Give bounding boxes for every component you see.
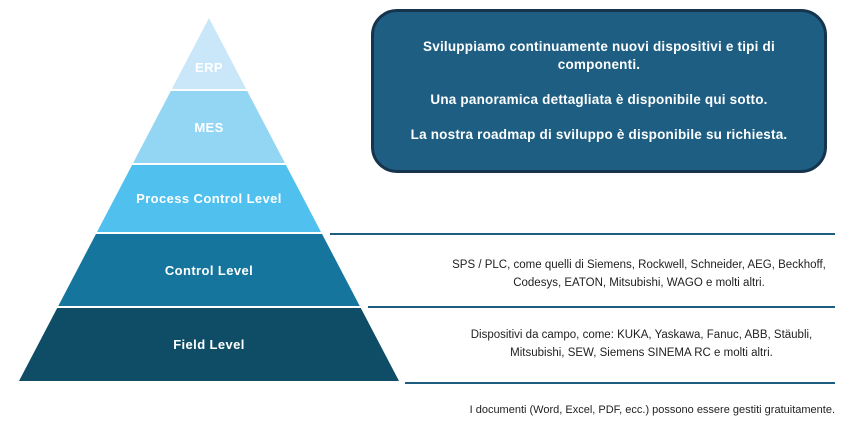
- divider-line-field-bottom: [405, 382, 835, 384]
- pyramid-level-mes: MES: [19, 91, 399, 163]
- pyramid-level-field: Field Level: [19, 308, 399, 381]
- field-level-annotation: Dispositivi da campo, come: KUKA, Yaskaw…: [470, 329, 813, 359]
- divider-line-control-top: [330, 233, 835, 235]
- callout-paragraph-devices: Sviluppiamo continuamente nuovi disposit…: [423, 38, 775, 72]
- divider-line-field-top: [368, 306, 835, 308]
- callout-paragraph-roadmap: La nostra roadmap di sviluppo è disponib…: [410, 127, 788, 143]
- documents-note: I documenti (Word, Excel, PDF, ecc.) pos…: [469, 404, 835, 416]
- pyramid-level-field-label: Field Level: [173, 337, 245, 352]
- info-callout-box: Sviluppiamo continuamente nuovi disposit…: [371, 9, 827, 173]
- automation-pyramid: ERP MES Process Control Level Control Le…: [19, 18, 399, 381]
- pyramid-level-control: Control Level: [19, 234, 399, 306]
- pyramid-level-control-label: Control Level: [164, 262, 254, 278]
- pyramid-level-process-control-label: Process Control Level: [136, 191, 282, 206]
- control-level-annotation: SPS / PLC, come quelli di Siemens, Rockw…: [452, 259, 826, 289]
- callout-paragraph-overview: Una panoramica dettagliata è disponibile…: [430, 92, 768, 107]
- pyramid-level-mes-label: MES: [194, 119, 224, 135]
- pyramid-level-process-control: Process Control Level: [19, 165, 399, 232]
- pyramid-level-erp-label: ERP: [195, 60, 223, 75]
- pyramid-level-erp: ERP: [19, 18, 399, 89]
